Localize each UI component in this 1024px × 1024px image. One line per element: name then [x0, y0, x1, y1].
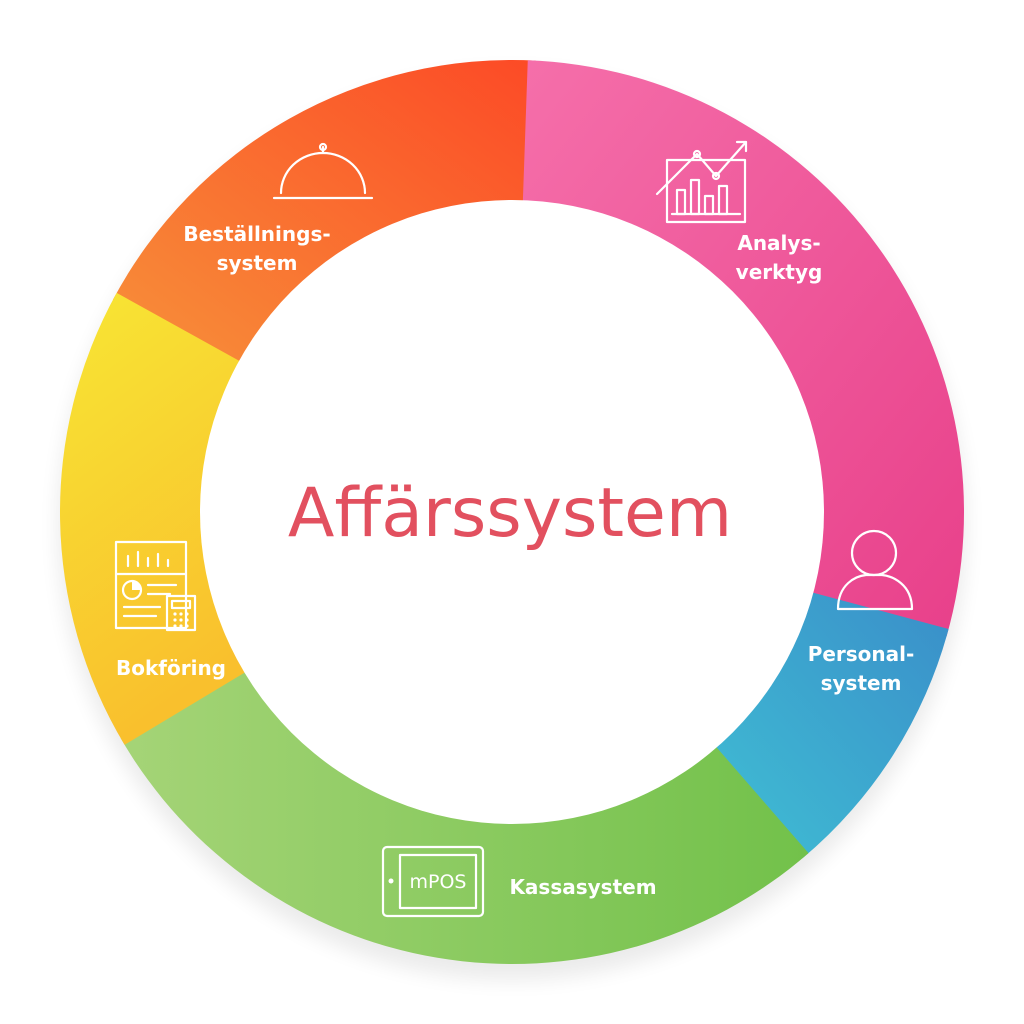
label-personal-line2: system [821, 671, 902, 695]
tablet-icon: mPOS [381, 845, 485, 918]
segment-bokforing [60, 292, 246, 745]
label-bestallning-line2: system [217, 251, 298, 275]
label-bokforing: Bokföring [116, 656, 226, 680]
center-title: Affärssystem [288, 474, 732, 553]
label-bestallning-line1: Beställnings- [183, 222, 330, 246]
label-analys-line2: verktyg [736, 260, 823, 284]
segment-analysverktyg [522, 60, 964, 637]
label-analys-line1: Analys- [737, 231, 820, 255]
label-personal-line1: Personal- [808, 642, 915, 666]
report-calculator-icon [114, 540, 197, 632]
segment-personalsystem [711, 592, 949, 859]
segment-bestallningssystem [112, 60, 536, 366]
chart-trend-icon [655, 140, 748, 224]
label-kassa: Kassasystem [509, 875, 656, 899]
person-icon [836, 529, 914, 611]
mpos-label: mPOS [410, 871, 467, 893]
center-disc [200, 200, 824, 824]
cloche-icon [272, 142, 374, 200]
segment-kassasystem [120, 667, 809, 965]
